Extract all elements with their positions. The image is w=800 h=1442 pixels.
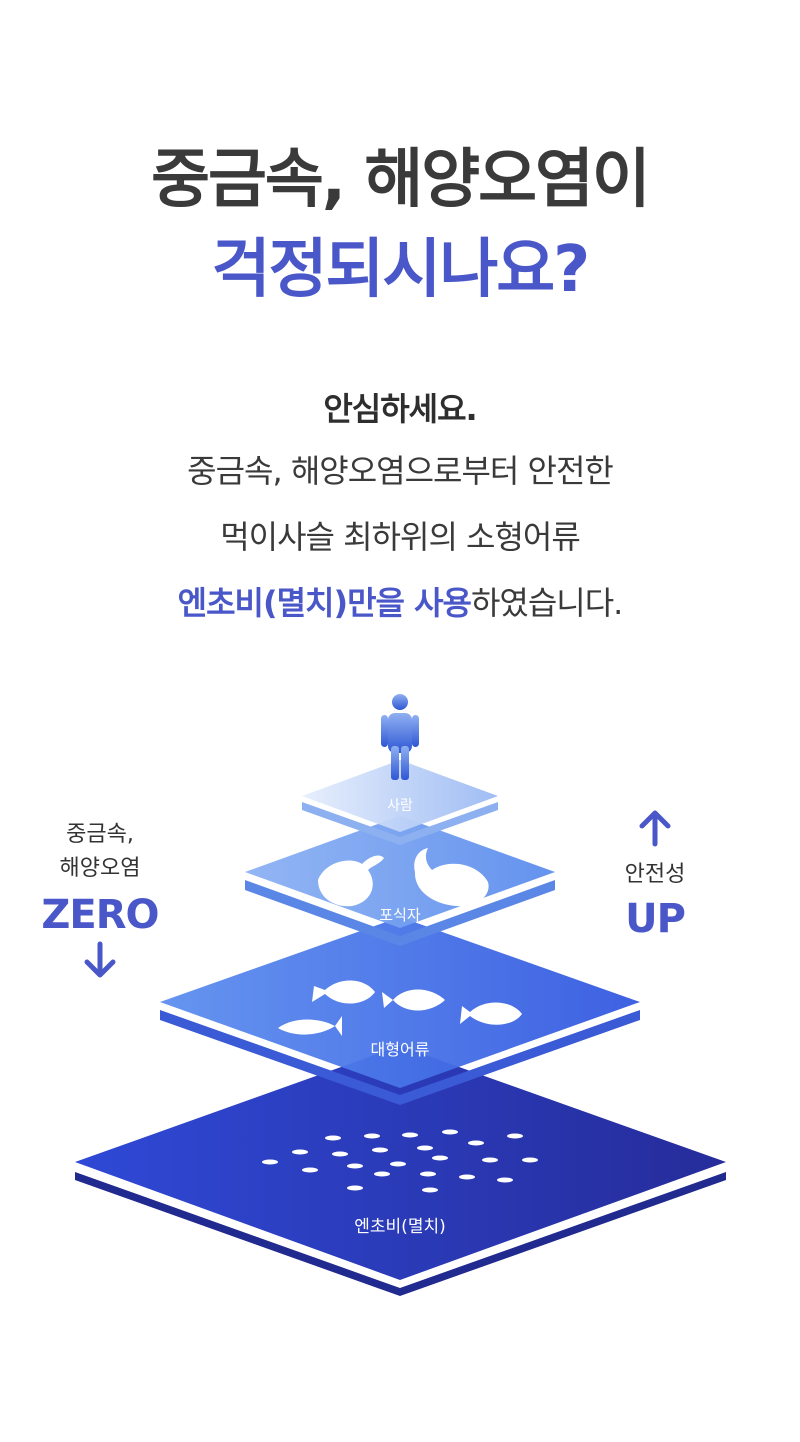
heavy-metal-zero-callout: 중금속, 해양오염 ZERO — [30, 818, 170, 982]
body-line-reassure: 안심하세요. — [323, 390, 477, 428]
body-line-2: 먹이사슬 최하위의 소형어류 — [220, 518, 581, 556]
arrow-down-icon — [84, 941, 116, 978]
headline-line-1: 중금속, 해양오염이 — [151, 143, 651, 217]
safety-label: 안전성 — [624, 862, 686, 887]
up-value: UP — [625, 896, 686, 942]
layer-predator: 포식자 — [245, 816, 555, 946]
layer-large-fish: 대형어류 — [160, 917, 640, 1105]
body-line-3-rest: 하였습니다. — [470, 584, 623, 622]
layer-label-large-fish: 대형어류 — [371, 1040, 430, 1059]
person-icon — [381, 694, 419, 780]
layer-label-human: 사람 — [387, 798, 413, 814]
body-highlight: 엔초비(멸치)만을 사용 — [177, 584, 472, 622]
seal-whale-icon — [318, 848, 489, 907]
safety-up-callout: 안전성 UP — [585, 806, 725, 942]
headline-line-2: 걱정되시나요? — [211, 233, 590, 307]
food-chain-pyramid: 엔초비(멸치) 대형어류 포식자 — [75, 694, 726, 1296]
layer-human: 사람 — [302, 694, 498, 845]
heavy-metal-label-1: 중금속, — [66, 822, 134, 847]
small-fish-school-icon — [262, 1129, 538, 1193]
large-fish-icon — [278, 980, 522, 1036]
layer-anchovy: 엔초비(멸치) — [75, 1046, 726, 1296]
zero-value: ZERO — [41, 892, 159, 938]
body-line-1: 중금속, 해양오염으로부터 안전한 — [187, 452, 614, 490]
heavy-metal-label-2: 해양오염 — [59, 856, 141, 881]
arrow-up-icon — [639, 810, 671, 847]
layer-label-predator: 포식자 — [379, 906, 421, 924]
layer-label-anchovy: 엔초비(멸치) — [354, 1217, 445, 1237]
body-line-3: 엔초비(멸치)만을 사용하였습니다. — [0, 578, 800, 624]
